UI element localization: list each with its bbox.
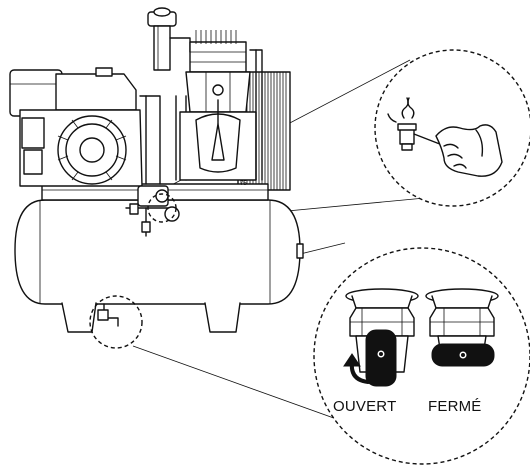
- safety-valve-highlight: [147, 193, 177, 223]
- gas-engine: [9, 67, 161, 187]
- drain-valve-open-icon: [345, 288, 419, 387]
- compressor-pump: 75: [147, 7, 263, 187]
- pressure-manifold: [125, 185, 180, 237]
- air-tank: [14, 199, 304, 333]
- drain-valve-highlight: [89, 295, 143, 349]
- safety-valve-callout: [374, 49, 530, 207]
- valve-closed-label: FERMÉ: [428, 398, 482, 415]
- curved-arrow-icon: [343, 353, 370, 384]
- valve-open-label: OUVERT: [333, 398, 397, 415]
- model-number-text: 75: [240, 181, 247, 187]
- drain-valve-closed-icon: [425, 288, 499, 367]
- drain-valve-callout: [313, 247, 530, 465]
